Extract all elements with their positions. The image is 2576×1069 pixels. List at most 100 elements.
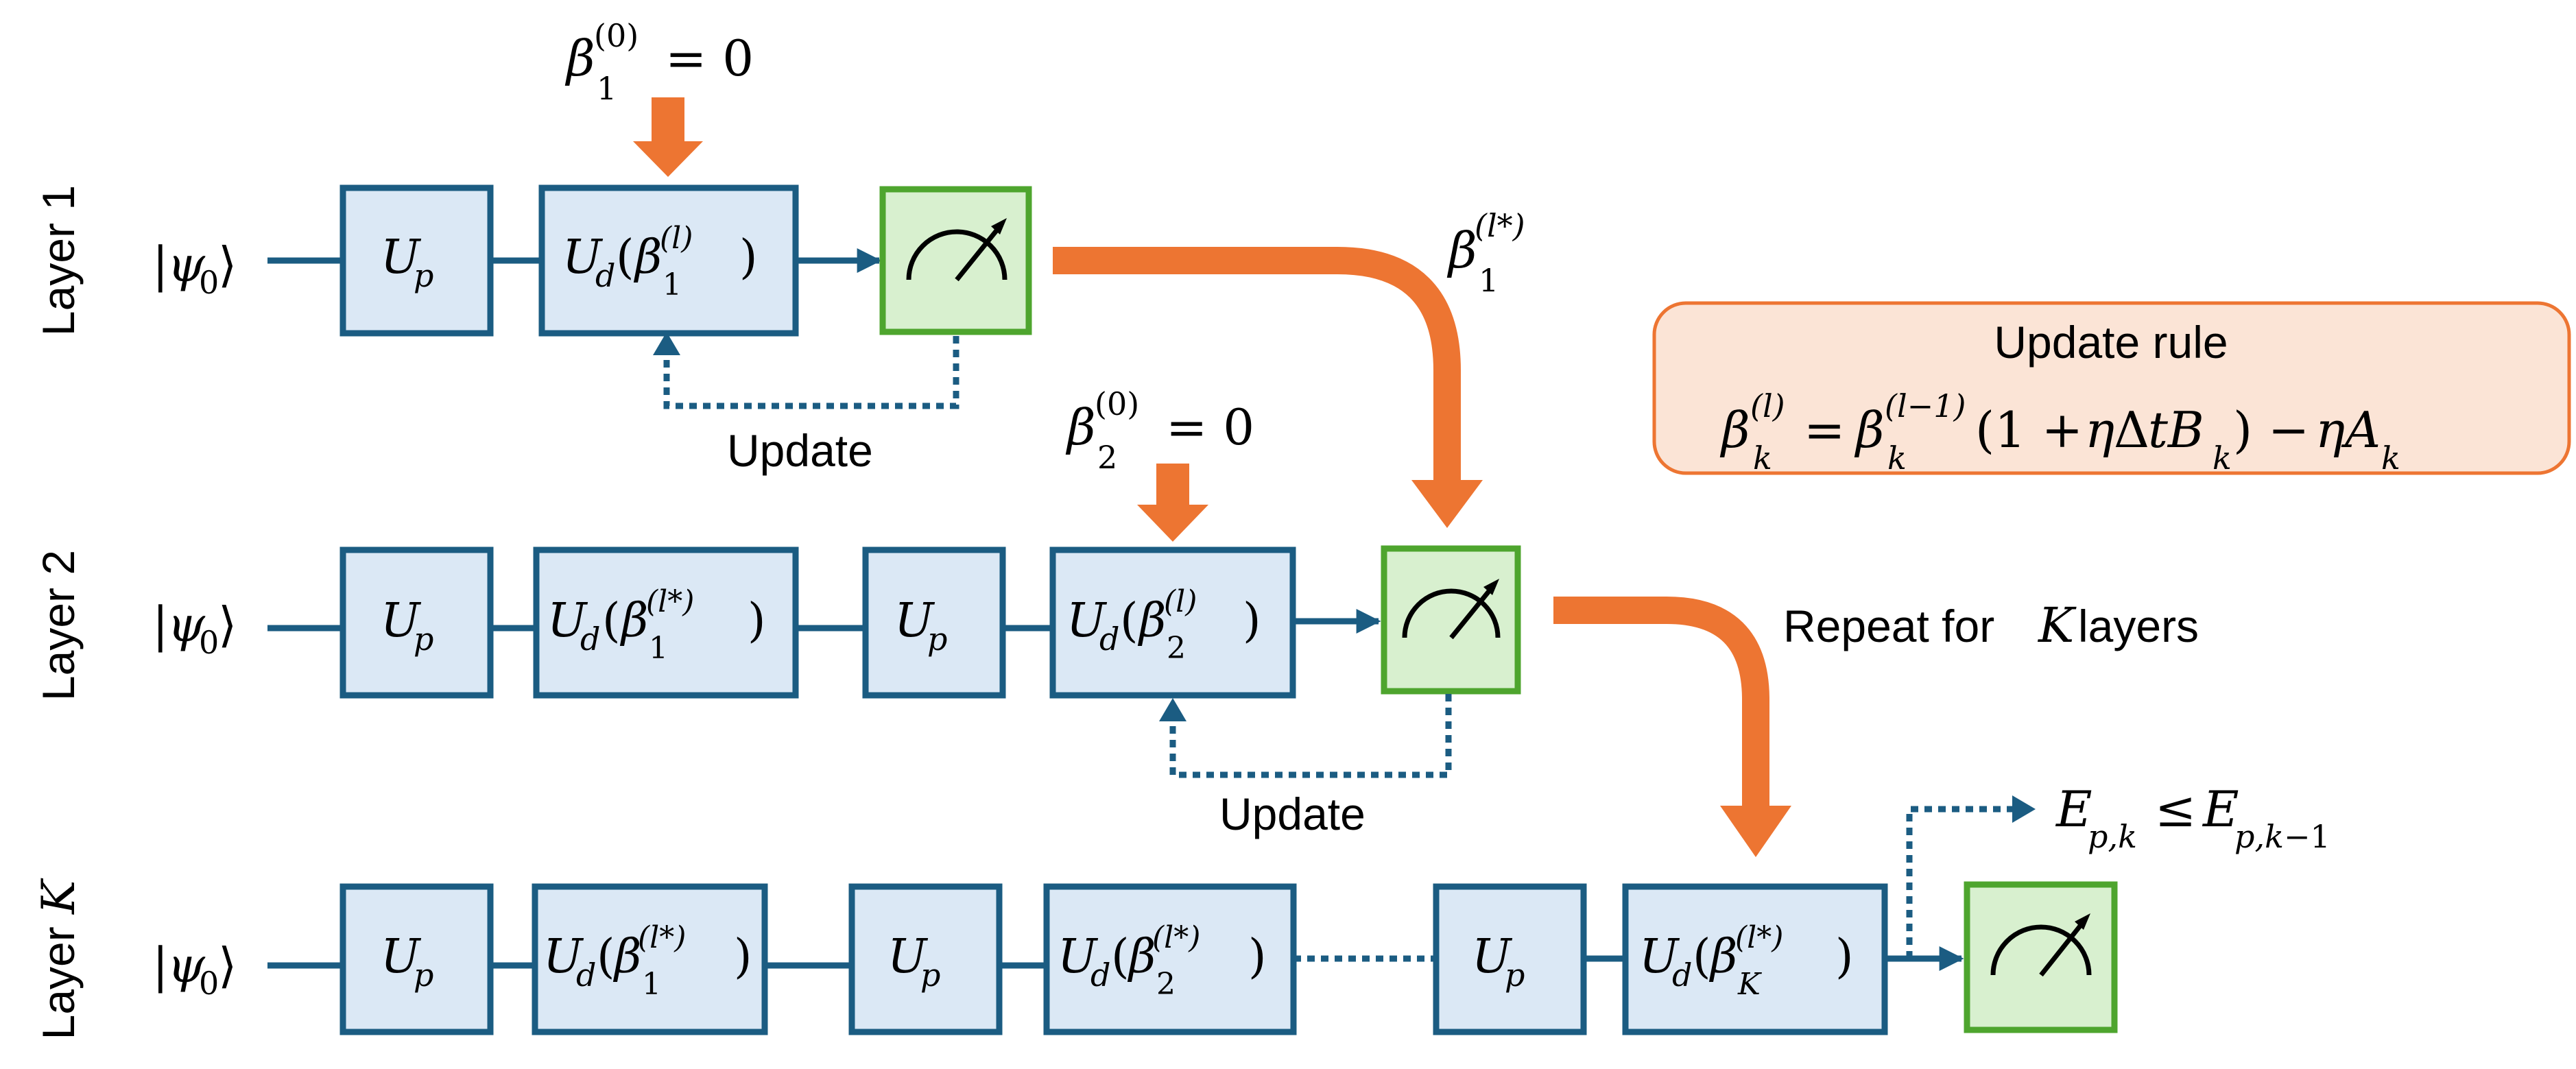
svg-text:(: ( xyxy=(1111,930,1130,984)
svg-text:1: 1 xyxy=(649,631,668,666)
svg-text:|: | xyxy=(152,237,169,293)
svg-text:= 0: = 0 xyxy=(665,29,754,87)
svg-text:ψ: ψ xyxy=(167,237,206,293)
transfer-label: β 1 (l*) xyxy=(1446,207,1525,299)
svg-text:k: k xyxy=(1753,440,1772,477)
svg-text:−1: −1 xyxy=(2284,818,2330,855)
svg-text:d: d xyxy=(580,621,600,658)
svg-text:E: E xyxy=(2055,780,2092,838)
init-arrow xyxy=(633,97,703,177)
gate-up: U p xyxy=(848,883,1003,1035)
svg-text:p: p xyxy=(414,957,433,994)
svg-text:(l*): (l*) xyxy=(1152,920,1200,955)
svg-text:Repeat for: Repeat for xyxy=(1783,601,1994,651)
svg-text:1: 1 xyxy=(597,70,617,107)
svg-text:(l*): (l*) xyxy=(1735,920,1783,955)
svg-text:(: ( xyxy=(1693,930,1711,984)
measurement-box xyxy=(1964,881,2118,1033)
svg-text:U: U xyxy=(543,930,584,984)
svg-text:0: 0 xyxy=(199,624,219,661)
svg-text:β: β xyxy=(1137,594,1166,648)
svg-text:β: β xyxy=(1127,930,1156,984)
update-label-2: Update xyxy=(1219,789,1365,839)
svg-text:U: U xyxy=(1066,594,1108,648)
svg-text:U: U xyxy=(1472,930,1513,984)
svg-text:= 0: = 0 xyxy=(1166,398,1254,456)
svg-text:(l−1): (l−1) xyxy=(1885,387,1966,424)
measurement-box xyxy=(879,186,1032,335)
gate-ud: U d ( β 1 (l) ) xyxy=(538,184,799,337)
svg-text:U: U xyxy=(562,230,604,285)
svg-text:U: U xyxy=(1058,930,1099,984)
svg-text:β: β xyxy=(1065,398,1096,456)
svg-text:β: β xyxy=(619,594,648,648)
svg-text:β: β xyxy=(1854,401,1885,459)
gate-up: U p xyxy=(1433,883,1587,1035)
transfer-arrow xyxy=(1053,247,1461,483)
svg-text:(l): (l) xyxy=(1750,387,1785,424)
update-rule-box xyxy=(1652,301,2571,475)
gate-ud: U d ( β 1 (l*) ) xyxy=(532,883,768,1035)
svg-text:k: k xyxy=(1887,440,1907,477)
repeat-arrowhead xyxy=(1720,806,1791,857)
svg-text:d: d xyxy=(1099,621,1119,658)
energy-condition: E p,k ≤ E p,k −1 xyxy=(2055,780,2330,855)
svg-text:d: d xyxy=(576,957,596,994)
svg-text:β: β xyxy=(633,230,662,285)
svg-text:(: ( xyxy=(616,230,634,285)
svg-text:1: 1 xyxy=(663,267,682,302)
svg-text:) −: ) − xyxy=(2233,401,2309,459)
svg-text:(0): (0) xyxy=(594,17,639,54)
svg-text:2: 2 xyxy=(1156,967,1176,1002)
gate-up: U p xyxy=(862,546,1006,699)
svg-text:|: | xyxy=(152,597,169,653)
svg-text:1: 1 xyxy=(1479,262,1499,299)
update-arrowhead xyxy=(653,332,680,355)
svg-text:layers: layers xyxy=(2078,601,2199,651)
svg-text:ψ: ψ xyxy=(167,937,206,994)
gate-up: U p xyxy=(339,184,494,337)
svg-text:(l*): (l*) xyxy=(1475,207,1525,244)
svg-text:η: η xyxy=(2085,401,2114,459)
gate-ud: U d ( β 2 (l*) ) xyxy=(1043,883,1297,1035)
energy-arrowhead xyxy=(2012,795,2036,823)
init-arrow xyxy=(1137,464,1208,542)
gate-up: U p xyxy=(339,546,494,699)
svg-text:): ) xyxy=(1243,594,1261,648)
svg-text:ψ: ψ xyxy=(167,597,206,653)
svg-text:U: U xyxy=(381,230,422,285)
gate-ud: U d ( β 2 (l) ) xyxy=(1049,546,1296,699)
svg-text:(l*): (l*) xyxy=(646,584,694,619)
svg-text:K: K xyxy=(2037,597,2077,653)
svg-text:β: β xyxy=(564,29,595,87)
svg-text:2: 2 xyxy=(1097,439,1117,476)
svg-text:U: U xyxy=(547,594,588,648)
update-label-1: Update xyxy=(727,425,873,476)
svg-text:d: d xyxy=(1090,957,1110,994)
update-arrowhead xyxy=(1159,698,1186,721)
svg-text:U: U xyxy=(887,930,929,984)
svg-text:ηA: ηA xyxy=(2315,401,2381,459)
gate-up: U p xyxy=(339,883,494,1035)
svg-text:): ) xyxy=(1835,930,1854,984)
layer-2-label: Layer 2 xyxy=(33,550,84,701)
svg-text:tB: tB xyxy=(2148,401,2204,459)
svg-text:d: d xyxy=(595,257,615,294)
transfer-arrowhead xyxy=(1411,480,1483,528)
svg-text:U: U xyxy=(381,594,422,648)
svg-text:): ) xyxy=(1248,930,1267,984)
svg-text:β: β xyxy=(1708,930,1737,984)
repeat-text: Repeat for K layers xyxy=(1783,597,2199,653)
svg-text:(l*): (l*) xyxy=(638,920,686,955)
svg-text:): ) xyxy=(734,930,752,984)
repeat-arrow xyxy=(1553,597,1769,809)
svg-text:d: d xyxy=(1672,957,1692,994)
energy-branch xyxy=(1906,806,2023,959)
update-loop xyxy=(1169,694,1452,778)
input-state-layer-1: | ψ 0 ⟩ xyxy=(152,237,237,301)
svg-text:K: K xyxy=(1737,967,1762,1002)
svg-text:2: 2 xyxy=(1167,631,1186,666)
svg-text:β: β xyxy=(1719,401,1750,459)
svg-text:(0): (0) xyxy=(1095,385,1139,422)
update-rule-title: Update rule xyxy=(1994,317,2228,368)
